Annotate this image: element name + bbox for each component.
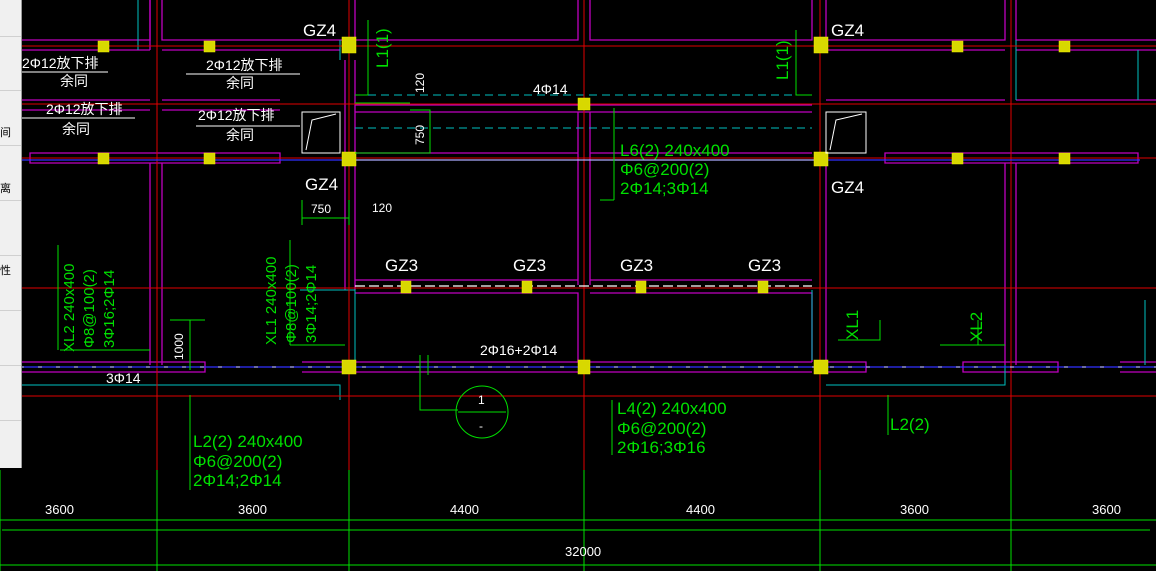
beam-l2-line1: L2(2) 240x400	[193, 432, 303, 451]
beam-l2-right: L2(2)	[890, 415, 930, 434]
span-3: 4400	[450, 502, 479, 517]
beam-l6-line2: Φ6@200(2)	[620, 160, 709, 179]
note-b1: 2Φ12放下排	[206, 57, 283, 73]
beam-l1-left: L1(1)	[373, 28, 392, 68]
side-label-li[interactable]: 离	[0, 182, 11, 195]
beam-xl2-left-1: XL2 240x400	[61, 264, 78, 352]
column-labels: GZ4 GZ4 GZ4 GZ4 GZ3 GZ3 GZ3 GZ3	[303, 21, 864, 275]
note-c1: 2Φ12放下排	[46, 101, 123, 117]
side-divider	[0, 420, 21, 421]
note-b2: 余同	[226, 75, 254, 91]
beam-l4-line2: Φ6@200(2)	[617, 419, 706, 438]
rebar-notes: 4Φ14 2Φ16+2Φ14 3Φ14 2Φ12放下排 余同 2Φ12放下排 余…	[22, 55, 568, 386]
beam-l2-line2: Φ6@200(2)	[193, 452, 282, 471]
side-divider	[0, 145, 21, 146]
label-gz4-1: GZ4	[303, 21, 336, 40]
span-4: 4400	[686, 502, 715, 517]
note-2phi16: 2Φ16+2Φ14	[480, 342, 557, 358]
dimension-lines	[0, 20, 1156, 571]
note-d2: 余同	[226, 127, 254, 143]
span-5: 3600	[900, 502, 929, 517]
dimension-text: 3600 3600 4400 4400 3600 3600 32000	[45, 502, 1121, 559]
span-6: 3600	[1092, 502, 1121, 517]
side-divider	[0, 90, 21, 91]
label-gz4-4: GZ4	[831, 178, 864, 197]
note-c2: 余同	[62, 121, 90, 137]
label-gz4-3: GZ4	[305, 175, 338, 194]
section-mark: 1 -	[478, 393, 485, 433]
label-gz3-1: GZ3	[385, 256, 418, 275]
local-dimensions: 120 750 750 120 1000	[172, 73, 427, 360]
section-number: 1	[478, 393, 485, 407]
note-d1: 2Φ12放下排	[198, 107, 275, 123]
note-4phi14: 4Φ14	[533, 81, 568, 97]
side-divider	[0, 365, 21, 366]
note-a1: 2Φ12放下排	[22, 55, 99, 71]
beam-l4-line1: L4(2) 240x400	[617, 399, 727, 418]
opening-symbols	[301, 111, 867, 154]
side-divider	[0, 310, 21, 311]
label-gz3-3: GZ3	[620, 256, 653, 275]
side-panel[interactable]: 间 离 性	[0, 0, 22, 468]
beam-l4-line3: 2Φ16;3Φ16	[617, 438, 706, 457]
label-gz3-4: GZ3	[748, 256, 781, 275]
beam-xl2-left-3: 3Φ16;2Φ14	[101, 270, 118, 348]
beam-xl1-left-3: 3Φ14;2Φ14	[303, 265, 320, 343]
side-label-xing[interactable]: 性	[0, 264, 11, 277]
dim-1000: 1000	[172, 333, 186, 360]
side-divider	[0, 36, 21, 37]
side-divider	[0, 255, 21, 256]
beam-l2-line3: 2Φ14;2Φ14	[193, 471, 282, 490]
beam-xl1-left-1: XL1 240x400	[263, 257, 280, 345]
dim-120a: 120	[413, 73, 427, 93]
dim-120b: 120	[372, 201, 392, 215]
label-gz3-2: GZ3	[513, 256, 546, 275]
note-a2: 余同	[60, 73, 88, 89]
beam-xl2-right: XL2	[967, 312, 986, 342]
beam-xl2-left-2: Φ8@100(2)	[81, 269, 98, 348]
beam-xl1-right: XL1	[843, 310, 862, 340]
beam-l6-line1: L6(2) 240x400	[620, 141, 730, 160]
columns	[97, 36, 1071, 375]
beam-annotations: L1(1) L1(1) L6(2) 240x400 Φ6@200(2) 2Φ14…	[193, 28, 986, 490]
dim-750a: 750	[413, 125, 427, 145]
axis-lines	[0, 0, 1156, 470]
side-label-jian[interactable]: 间	[0, 126, 11, 139]
beam-l6-line3: 2Φ14;3Φ14	[620, 179, 709, 198]
beam-xl1-left-2: Φ8@100(2)	[283, 264, 300, 343]
side-divider	[0, 200, 21, 201]
beam-annotations-vertical: XL2 240x400 Φ8@100(2) 3Φ16;2Φ14 XL1 240x…	[61, 257, 320, 352]
dim-750b: 750	[311, 202, 331, 216]
label-gz4-2: GZ4	[831, 21, 864, 40]
beam-l1-right: L1(1)	[773, 40, 792, 80]
span-1: 3600	[45, 502, 74, 517]
section-sub: -	[479, 419, 483, 433]
span-2: 3600	[238, 502, 267, 517]
note-3phi14: 3Φ14	[106, 370, 141, 386]
total-dimension: 32000	[565, 544, 601, 559]
note-lines	[20, 71, 300, 127]
